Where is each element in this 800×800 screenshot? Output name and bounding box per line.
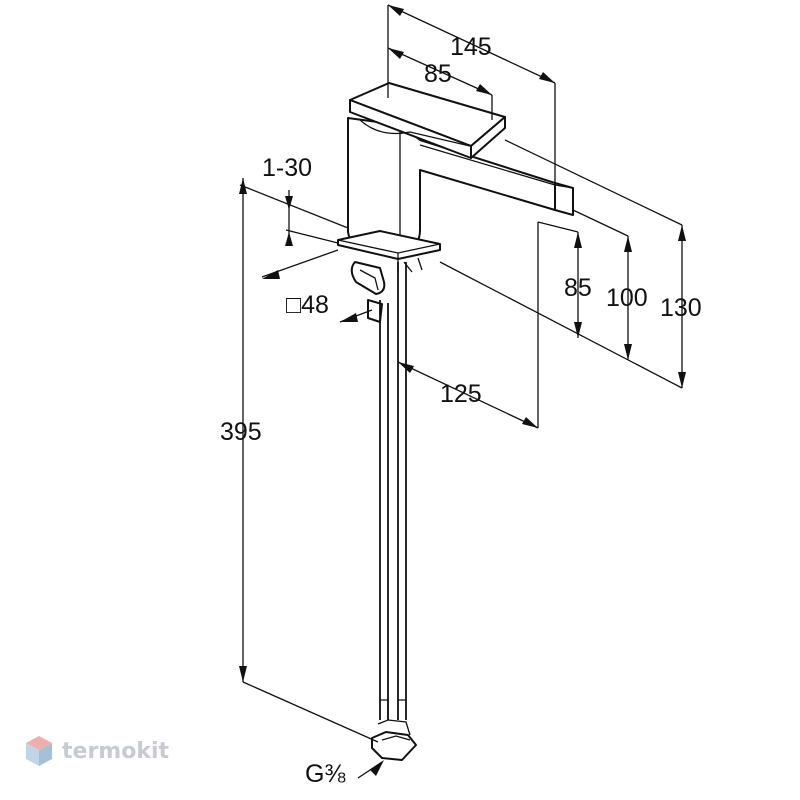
dim-85-lever-line — [387, 47, 493, 96]
dim-label-thread: G⅜ — [305, 760, 345, 788]
dim-395-arrow-top — [239, 178, 247, 194]
dim-85-lever-arrow-left — [388, 48, 404, 59]
dim-125-line — [397, 361, 539, 429]
nut-detail — [359, 269, 379, 291]
termokit-watermark: termokit — [24, 734, 169, 768]
supply-hose-left — [379, 300, 389, 720]
dim-85-arrow-top — [574, 232, 582, 248]
hose-connector-detail — [377, 719, 411, 741]
dim-48-arrow-right — [340, 313, 358, 322]
dim-145-arrow-right — [539, 72, 555, 83]
dim-label-85-lever: 85 — [424, 60, 452, 88]
ext-100-top — [572, 209, 629, 237]
dim-100-arrow-top — [624, 236, 632, 252]
termokit-cube-logo-icon — [26, 736, 52, 766]
dim-85-lever-arrow-right — [476, 84, 492, 95]
hose-ferrules — [380, 699, 406, 720]
dim-label-100: 100 — [606, 284, 648, 312]
faucet-body — [337, 82, 574, 761]
dim-48-arrow-left — [262, 270, 280, 279]
supply-hose-right — [397, 262, 407, 720]
dim-label-395: 395 — [220, 418, 262, 446]
base-fixings — [397, 257, 423, 273]
dim-395-arrow-bottom — [239, 666, 247, 682]
dim-label-125: 125 — [440, 380, 482, 408]
dimension-labels: 145 85 1-30 □48 395 85 100 130 125 G⅜ — [220, 33, 702, 788]
dim-100-arrow-bottom — [624, 344, 632, 360]
mounting-nut — [350, 261, 386, 295]
lever-side — [470, 116, 506, 159]
spout-outlet-face — [554, 182, 574, 216]
dim-85-arrow-bottom — [574, 322, 582, 338]
base-plate-edges — [337, 239, 441, 259]
dim-145-line — [387, 4, 556, 84]
dim-125-arrow-left — [398, 362, 414, 373]
ext-395-bottom — [242, 681, 379, 743]
dim-label-130: 130 — [660, 294, 702, 322]
ext-1-30-lower — [285, 229, 339, 244]
thread-leader-arrow — [370, 760, 384, 776]
ext-85-top — [537, 221, 579, 233]
ext-1-30-upper — [239, 184, 349, 229]
lever-underside — [359, 119, 471, 147]
base-plate — [337, 230, 441, 260]
dim-1-30-arrow-top — [285, 196, 293, 210]
dim-125-arrow-right — [522, 417, 538, 428]
dim-label-145: 145 — [450, 33, 492, 61]
dimension-lines — [239, 4, 686, 779]
dim-130-arrow-bottom — [678, 372, 686, 388]
dim-1-30-arrow-bottom — [285, 232, 293, 246]
dim-label-85-outlet: 85 — [564, 274, 592, 302]
ext-130-top — [504, 139, 683, 226]
dim-label-48: □48 — [286, 291, 329, 319]
dim-145-arrow-left — [388, 5, 404, 16]
spout-top-edge — [419, 144, 574, 189]
ext-base-line — [439, 261, 683, 389]
watermark-text: termokit — [62, 738, 170, 764]
dim-130-arrow-top — [678, 225, 686, 241]
dim-label-1-30: 1-30 — [262, 154, 312, 182]
